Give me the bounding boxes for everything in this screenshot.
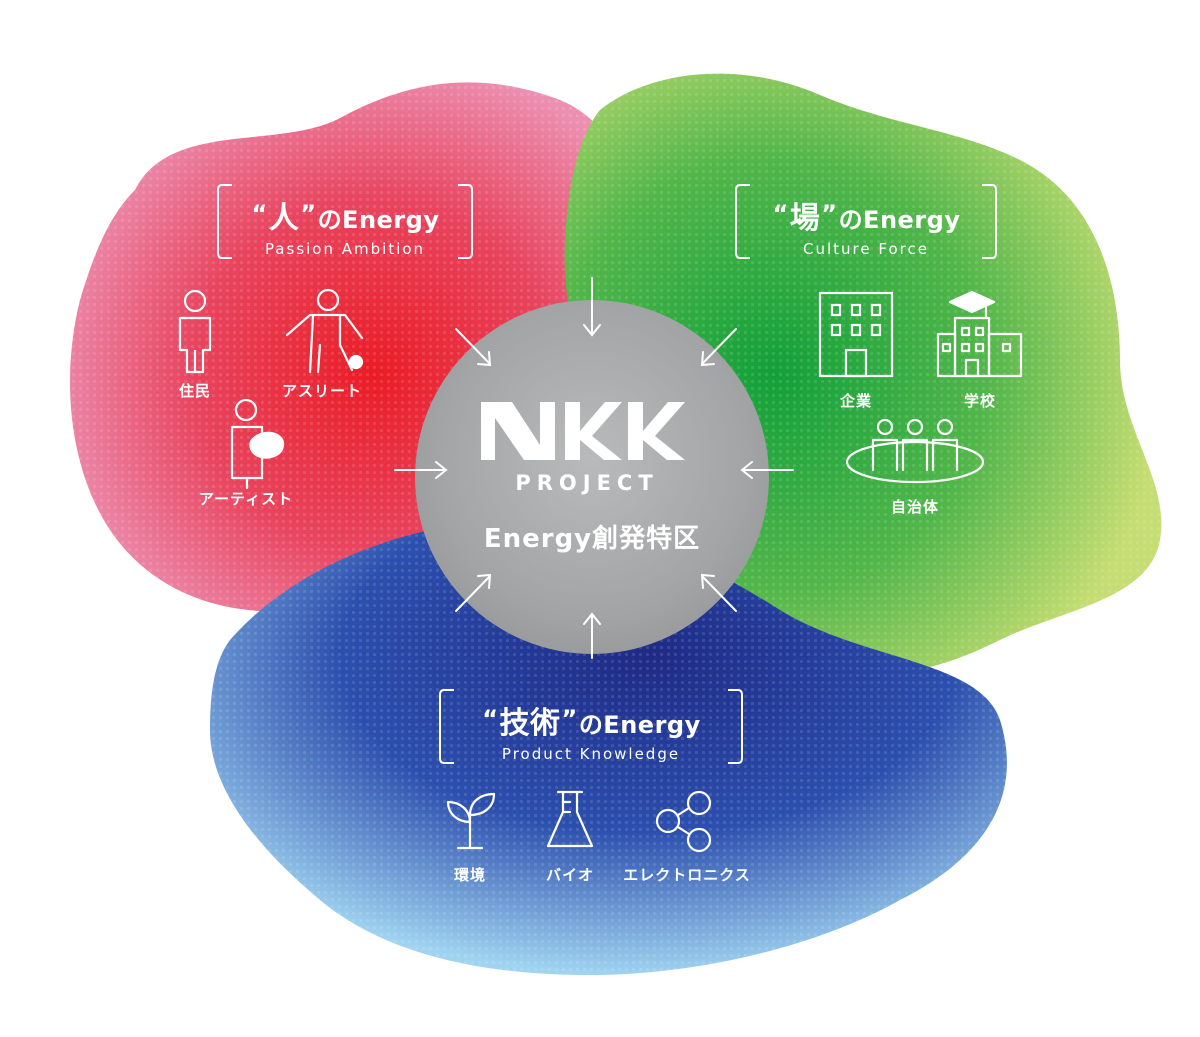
arrow-bottom-right: [700, 573, 737, 612]
place-title-kanji: 場: [789, 201, 821, 236]
athlete-label: アスリート: [281, 382, 362, 400]
tech-title-suffix: のEnergy: [578, 711, 701, 739]
people-energy-subtitle: Passion Ambition: [264, 240, 426, 258]
arrow-right: [740, 461, 794, 479]
office-building-icon: [818, 291, 894, 378]
place-energy-subtitle: Culture Force: [803, 240, 929, 258]
arrow-left: [394, 461, 448, 479]
municipality-icon: [845, 418, 985, 484]
municipality-label: 自治体: [890, 498, 939, 516]
tech-energy-title: “技術”のEnergy: [482, 705, 701, 741]
people-title-kanji: 人: [268, 201, 300, 236]
school-icon: [936, 290, 1023, 378]
person-icon: [178, 289, 212, 374]
artist-icon: [230, 398, 285, 490]
place-title-suffix: のEnergy: [838, 206, 961, 234]
bracket-place: [735, 184, 997, 259]
flask-icon: [546, 790, 594, 848]
arrow-top-left: [455, 328, 492, 367]
arrow-bottom: [583, 612, 601, 659]
tech-energy-subtitle: Product Knowledge: [501, 745, 681, 763]
bracket-tech: [439, 689, 743, 764]
inward-arrows: [394, 277, 794, 659]
tech-title-kanji: 技術: [499, 706, 561, 741]
sprout-icon: [446, 792, 496, 850]
athlete-icon: [285, 288, 364, 374]
environment-label: 環境: [453, 866, 486, 884]
network-nodes-icon: [655, 790, 712, 853]
place-energy-title: “場”のEnergy: [772, 200, 961, 236]
hub-tagline: Energy創発特区: [483, 524, 701, 554]
artist-label: アーティスト: [198, 490, 294, 508]
resident-label: 住民: [178, 382, 211, 400]
bio-label: バイオ: [545, 866, 594, 884]
hub-circle: [415, 300, 769, 654]
arrow-top: [583, 277, 601, 337]
people-energy-title: “人”のEnergy: [251, 200, 440, 236]
mkk-logo-subtitle: PROJECT: [515, 471, 659, 495]
bracket-people: [217, 184, 473, 259]
arrow-top-right: [700, 328, 737, 367]
school-label: 学校: [963, 392, 996, 410]
arrow-bottom-left: [455, 573, 492, 612]
company-label: 企業: [839, 392, 872, 410]
mkk-logo: [481, 402, 685, 460]
people-title-suffix: のEnergy: [317, 206, 440, 234]
electronics-label: エレクトロニクス: [623, 866, 751, 884]
